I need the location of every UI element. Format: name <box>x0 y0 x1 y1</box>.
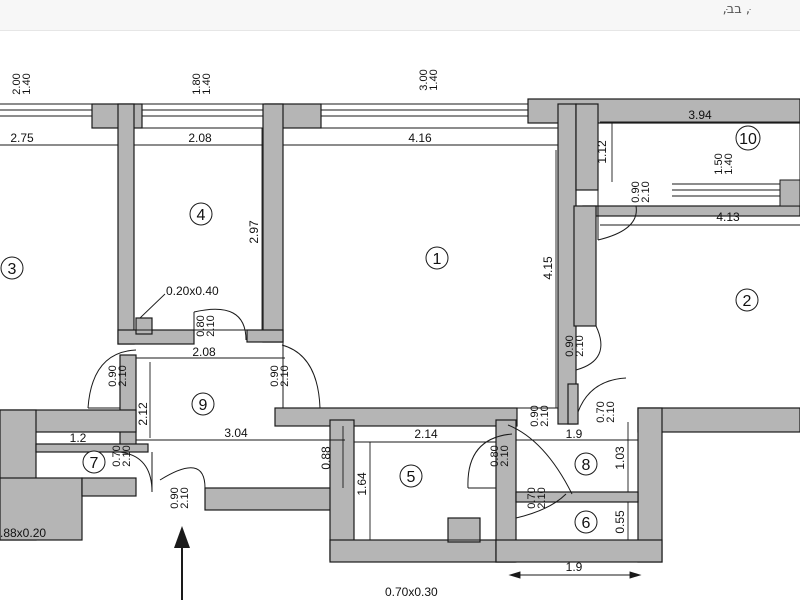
wall-r5-left <box>329 419 355 561</box>
door-r6-height: 2.10 <box>536 487 548 508</box>
shaft-b-label: 0.70x0.30 <box>385 585 438 599</box>
room-3-label: 3 <box>8 261 17 278</box>
wall-r2-left <box>573 205 597 327</box>
dim-1-2: 1.2 <box>70 431 87 445</box>
dim-0-55: 0.55 <box>613 510 627 534</box>
room-7-label: 7 <box>90 455 99 472</box>
entry-arrow <box>174 526 190 600</box>
door-r2-width: 0.90 <box>564 335 576 356</box>
wall-r6-top <box>515 491 639 503</box>
dim-3-04: 3.04 <box>224 426 248 440</box>
door-r4-width: 0.80 <box>195 315 207 336</box>
dim-1-12: 1.12 <box>595 140 609 164</box>
room-10-label: 10 <box>739 131 757 148</box>
dim-3-94: 3.94 <box>688 108 712 122</box>
door-r7-height: 2.10 <box>121 445 133 466</box>
dim-2-75: 2.75 <box>10 131 34 145</box>
dim-4-16: 4.16 <box>408 131 432 145</box>
room-markers <box>0 125 761 534</box>
wall-left-block-c <box>81 477 137 497</box>
dim-2-08-mid: 2.08 <box>192 345 216 359</box>
window-r10-height: 1.40 <box>723 153 735 174</box>
door-r8-height: 2.10 <box>605 401 617 422</box>
door-r10-width: 0.90 <box>630 181 642 202</box>
wall-r8-left-stub <box>567 383 579 425</box>
door-r9-left-height: 2.10 <box>117 365 129 386</box>
wall-r5-bottom <box>329 539 516 563</box>
top-bar: ּ,ּבב ,ּ <box>0 0 800 31</box>
room-2-label: 2 <box>743 293 752 310</box>
dim-1-64: 1.64 <box>355 472 369 496</box>
dim-1-9-mid: 1.9 <box>566 427 583 441</box>
walls <box>0 98 800 563</box>
door-entry-width: 0.90 <box>169 487 181 508</box>
dim-2-08-top: 2.08 <box>188 131 212 145</box>
window-mid-height: 1.40 <box>201 73 213 94</box>
door-mid-width: 0.90 <box>529 405 541 426</box>
wall-right-block-bottom <box>495 539 663 563</box>
door-r5-width: 0.80 <box>489 445 501 466</box>
room-4-label: 4 <box>197 207 206 224</box>
door-entry-height: 2.10 <box>179 487 191 508</box>
wall-corridor-bottom <box>204 487 344 511</box>
door-r4-height: 2.10 <box>205 315 217 336</box>
wall-shaft-a <box>135 317 153 335</box>
door-r9-left-width: 0.90 <box>107 365 119 386</box>
door-r5-height: 2.10 <box>499 445 511 466</box>
dim-2-97: 2.97 <box>247 220 261 244</box>
room-outlines <box>133 122 800 541</box>
wall-shaft-b <box>447 517 481 543</box>
window-right-height: 1.40 <box>428 69 440 90</box>
room-6-label: 6 <box>582 515 591 532</box>
dim-2-14: 2.14 <box>414 427 438 441</box>
room-8-label: 8 <box>582 457 591 474</box>
room-1-label: 1 <box>433 251 442 268</box>
door-r6-width: 0.70 <box>526 487 538 508</box>
wall-right-block-top <box>637 407 800 433</box>
shaft-c-label: .88x0.20 <box>0 526 46 540</box>
door-r9-right-width: 0.90 <box>269 365 281 386</box>
dim-1-9-bottom: 1.9 <box>566 560 583 574</box>
dimension-lines <box>0 121 800 579</box>
shaft-a-label: 0.20x0.40 <box>166 284 219 298</box>
wall-r9-right <box>274 407 518 427</box>
window-left-width: 2.00 <box>11 73 23 94</box>
window-left-height: 1.40 <box>21 73 33 94</box>
door-swings <box>87 205 637 519</box>
dim-0-88: 0.88 <box>319 446 333 470</box>
door-mid-height: 2.10 <box>539 405 551 426</box>
corner-mark: ּ,ּבב ,ּ <box>722 2 750 17</box>
wall-r4-bottom-a <box>117 329 195 345</box>
wall-r4-right <box>262 103 284 343</box>
door-r8-width: 0.70 <box>595 401 607 422</box>
window-mid-width: 1.80 <box>191 73 203 94</box>
wall-center-right <box>557 103 577 425</box>
window-right-width: 3.00 <box>418 69 430 90</box>
room-5-label: 5 <box>407 469 416 486</box>
door-r9-right-height: 2.10 <box>279 365 291 386</box>
room10-window <box>672 179 800 207</box>
dim-2-12: 2.12 <box>136 402 150 426</box>
door-r10-height: 2.10 <box>640 181 652 202</box>
dim-4-15: 4.15 <box>541 256 555 280</box>
door-r2-height: 2.10 <box>574 335 586 356</box>
wall-r10-bottom <box>582 205 800 217</box>
floor-plan: 4 1 2 3 10 9 7 5 8 6 2.75 2.08 4.16 3.94… <box>0 69 800 600</box>
dim-4-13: 4.13 <box>716 210 740 224</box>
wall-left-block-bottom <box>0 477 83 541</box>
dim-1-03: 1.03 <box>613 446 627 470</box>
room-9-label: 9 <box>199 397 208 414</box>
wall-r4-left <box>117 103 135 345</box>
wall-r4-bottom-b <box>246 329 284 343</box>
window-r10-width: 1.50 <box>713 153 725 174</box>
door-r7-width: 0.70 <box>111 445 123 466</box>
wall-right-block-right <box>637 407 663 563</box>
